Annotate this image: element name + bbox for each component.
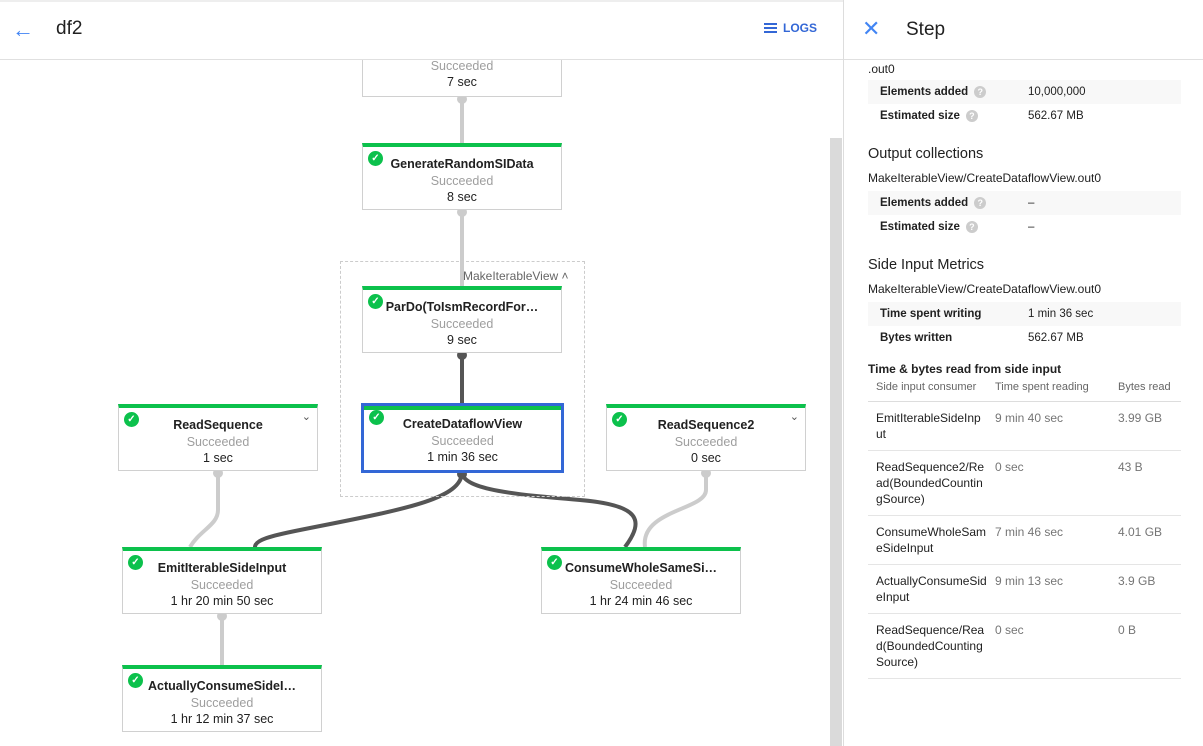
check-circle-icon: ✓ (128, 555, 143, 570)
side-input-read-title: Time & bytes read from side input (868, 362, 1062, 376)
output-collections-heading: Output collections (868, 146, 984, 162)
table-row: ReadSequence/Read(BoundedCountingSource)… (868, 613, 1181, 679)
side-input-metrics-heading: Side Input Metrics (868, 257, 985, 273)
table-row: ReadSequence2/Read(BoundedCountingSource… (868, 450, 1181, 516)
back-arrow-icon[interactable]: ← (12, 17, 34, 42)
check-circle-icon: ✓ (547, 555, 562, 570)
node-emit-iterable-side-input[interactable]: ✓ EmitIterableSideInput Succeeded 1 hr 2… (122, 547, 322, 614)
table-cell: 4.01 GB (1110, 515, 1181, 565)
node-read-sequence[interactable]: ✓ ⌄ ReadSequence Succeeded 1 sec (118, 404, 318, 471)
side-input-name: MakeIterableView/CreateDataflowView.out0 (868, 282, 1102, 296)
panel-title: Step (906, 19, 946, 40)
check-circle-icon: ✓ (368, 294, 383, 309)
chevron-down-icon[interactable]: ⌄ (789, 411, 799, 423)
table-cell: 7 min 46 sec (987, 515, 1110, 565)
edge (460, 471, 638, 549)
table-cell: 0 sec (987, 613, 1110, 679)
table-cell: 9 min 40 sec (987, 401, 1110, 451)
check-circle-icon: ✓ (369, 410, 384, 425)
graph-scrollbar[interactable] (830, 138, 842, 746)
help-icon[interactable]: ? (965, 110, 978, 122)
table-cell: 3.9 GB (1110, 564, 1181, 614)
table-cell: 9 min 13 sec (987, 564, 1110, 614)
list-icon (764, 23, 777, 33)
help-icon[interactable]: ? (974, 86, 987, 98)
metric-row: Estimated size?– (880, 221, 1035, 233)
check-circle-icon: ✓ (128, 673, 143, 688)
metric-row: Elements added?– (868, 191, 1181, 215)
logs-button[interactable]: LOGS (764, 21, 817, 35)
check-circle-icon: ✓ (368, 151, 383, 166)
table-cell: ReadSequence2/Read(BoundedCountingSource… (868, 450, 987, 516)
header: ← df2 LOGS (0, 2, 843, 60)
table-cell: ActuallyConsumeSideInput (868, 564, 987, 614)
help-icon[interactable]: ? (965, 221, 978, 233)
step-panel: ✕ Step .out0 Elements added?10,000,000 E… (843, 0, 1203, 746)
column-header: Bytes read (1110, 381, 1181, 402)
table-cell: 0 sec (987, 450, 1110, 516)
chevron-down-icon[interactable]: ⌄ (301, 411, 311, 423)
job-title: df2 (56, 18, 83, 39)
table-cell: ConsumeWholeSameSideInput (868, 515, 987, 565)
chevron-up-icon[interactable]: ˄ (561, 269, 569, 283)
group-label[interactable]: MakeIterableView ˄ (463, 269, 569, 283)
table-cell: 43 B (1110, 450, 1181, 516)
node-generate-random-si-data[interactable]: ✓ GenerateRandomSIData Succeeded 8 sec (362, 143, 562, 210)
group-make-iterable-view (340, 261, 585, 497)
check-circle-icon: ✓ (124, 412, 139, 427)
table-cell: EmitIterableSideInput (868, 401, 987, 451)
node-actually-consume-side-input[interactable]: ✓ ActuallyConsumeSideI… Succeeded 1 hr 1… (122, 665, 322, 732)
edge (188, 471, 220, 549)
graph-pane: ← df2 LOGS MakeIterableView ˄ Succeeded … (0, 2, 843, 746)
table-cell: ReadSequence/Read(BoundedCountingSource) (868, 613, 987, 679)
step-panel-header: ✕ Step (844, 2, 1203, 60)
help-icon[interactable]: ? (974, 197, 987, 209)
table-cell: 3.99 GB (1110, 401, 1181, 451)
column-header: Side input consumer (868, 381, 987, 402)
edge (642, 471, 708, 548)
side-input-read-table: Side input consumer Time spent reading B… (868, 381, 1181, 679)
close-icon[interactable]: ✕ (862, 16, 881, 41)
check-circle-icon: ✓ (612, 412, 627, 427)
node-create-dataflow-view[interactable]: ✓ CreateDataflowView Succeeded 1 min 36 … (361, 403, 564, 473)
table-cell: 0 B (1110, 613, 1181, 679)
metric-row: Estimated size?562.67 MB (880, 110, 1084, 122)
input-collection-name: .out0 (868, 62, 895, 76)
output-collection-name: MakeIterableView/CreateDataflowView.out0 (868, 171, 1102, 185)
column-header: Time spent reading (987, 381, 1110, 402)
node-consume-whole-same-side-input[interactable]: ✓ ConsumeWholeSameSi… Succeeded 1 hr 24 … (541, 547, 741, 614)
metric-row: Elements added?10,000,000 (868, 80, 1181, 104)
edge (253, 471, 464, 548)
node-read-sequence2[interactable]: ✓ ⌄ ReadSequence2 Succeeded 0 sec (606, 404, 806, 471)
node-pardo[interactable]: ✓ ParDo(ToIsmRecordFor… Succeeded 9 sec (362, 286, 562, 353)
